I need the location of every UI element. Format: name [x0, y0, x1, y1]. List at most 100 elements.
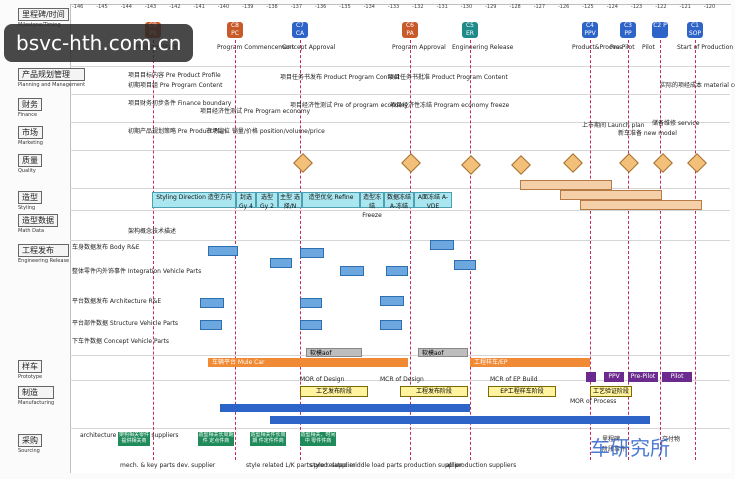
week-tick: -143	[144, 4, 157, 10]
pilot-bar: Pilot	[662, 372, 692, 382]
sourcing-item: all production suppliers	[446, 462, 517, 469]
gate-line	[628, 40, 629, 460]
gate-label: Start of Production	[677, 44, 734, 51]
gate-label: Pilot	[642, 44, 655, 51]
release-box	[300, 298, 322, 308]
marketing-item: 上市期间 Launch plan	[582, 122, 645, 129]
gate-marker: C7 CA	[292, 22, 308, 38]
week-tick: -139	[242, 4, 254, 10]
release-box	[430, 240, 454, 250]
phase-box: EP工程样车阶段	[488, 386, 556, 397]
week-tick: -124	[606, 4, 618, 10]
lane-divider	[70, 66, 730, 67]
gate-label: Engineering Release	[452, 44, 514, 51]
gate-marker: C5 ER	[462, 22, 478, 38]
marketing-item: 新车准备 new model	[618, 130, 677, 137]
legend-item: 交付物	[662, 436, 681, 443]
week-tick: -129	[485, 4, 497, 10]
styling-step: 选型 Gy 2	[256, 192, 278, 210]
marketing-bar	[580, 200, 702, 210]
gate-label: Program Commencement	[217, 44, 294, 51]
gate-line	[470, 40, 471, 460]
week-tick: -144	[120, 4, 132, 10]
week-tick: -123	[630, 4, 643, 10]
phase-box: 工艺验证阶段	[590, 386, 632, 397]
week-tick: -121	[679, 4, 691, 10]
week-tick: -122	[655, 4, 667, 10]
ep-build-bar: 工程样车/EP	[470, 358, 590, 367]
week-tick: -142	[169, 4, 181, 10]
week-tick: -138	[266, 4, 278, 10]
marketing-item: 市场定位 销量/价格 position/volume/price	[206, 128, 325, 135]
week-tick: -140	[217, 4, 230, 10]
release-box	[200, 298, 224, 308]
planning-item: 项目目标内容 Pre Product Profile	[128, 72, 221, 79]
eng-item: 下车件数据 Concept Vehicle Parts	[72, 338, 169, 345]
manufacturing-bar	[220, 404, 470, 412]
gate-line	[590, 40, 591, 460]
release-box	[340, 266, 364, 276]
release-box	[300, 320, 322, 330]
gate-label: Product&Process	[572, 44, 623, 51]
eng-item: 整体零件内外饰事件 Integration Vehicle Parts	[72, 268, 202, 275]
gate-marker: C3 PP	[620, 22, 636, 38]
styling-freeze: 造型冻结 Freeze	[360, 192, 384, 219]
gate-line	[410, 40, 411, 460]
release-box	[270, 258, 292, 268]
week-tick: -135	[339, 4, 351, 10]
legend-item: 里程碑	[602, 436, 621, 443]
week-tick: -141	[193, 4, 205, 10]
mfg-label: MCR of Design	[380, 376, 424, 383]
soft-tool-bar: 软模aof	[306, 348, 362, 357]
gate-marker: C6 PA	[402, 22, 418, 38]
marketing-bar	[520, 180, 612, 190]
gate-line	[153, 40, 154, 460]
marketing-bar	[560, 190, 662, 200]
marketing-item: 储备维修 service	[652, 120, 700, 127]
soft-tool-bar: 软模aof	[418, 348, 468, 357]
release-box	[386, 266, 408, 276]
phase-box: 工程发布阶段	[400, 386, 468, 397]
lane-divider	[70, 188, 730, 189]
styling-step: 主型 选择/N	[278, 192, 302, 210]
planning-item: 初期项目组 Pre Program Content	[128, 82, 223, 89]
pilot-bar: Pre-Pilot	[628, 372, 658, 382]
gate-line	[660, 40, 661, 460]
styling-refine: 造型优化 Refine	[302, 192, 360, 208]
week-tick: -133	[387, 4, 400, 10]
sourcing-item: style related middle load parts producti…	[310, 462, 463, 469]
watermark-banner: bsvc-hth.com.cn	[4, 24, 194, 62]
gate-marker: C4 PPV	[582, 22, 598, 38]
gate-line	[695, 40, 696, 460]
finance-item: 项目财务初步条件 Finance boundary	[128, 100, 232, 107]
lane-divider	[70, 355, 730, 356]
eng-item: 车身数据发布 Body R&E	[72, 244, 140, 251]
lane-divider	[70, 428, 730, 429]
week-tick: -131	[436, 4, 448, 10]
mfg-label: MCR of EP Build	[490, 376, 538, 383]
gate-marker: C8 PC	[227, 22, 243, 38]
release-box	[200, 320, 222, 330]
mfg-label: MOR of Process	[570, 398, 617, 405]
sourcing-box: 造型相关长周期件 定点件商	[198, 432, 234, 446]
sourcing-box: 造型相关件长周期 件定件件商	[250, 432, 286, 446]
lane-divider	[70, 150, 730, 151]
phase-box: 工艺发布阶段	[300, 386, 368, 397]
gate-label: Program Approval	[392, 44, 446, 51]
legend-item: 阶段事件	[602, 446, 627, 453]
sourcing-item: style related L/K parts prod. supplier	[246, 462, 356, 469]
lane-divider	[70, 122, 730, 123]
planning-item: 实际的项经成本 material cost	[660, 82, 735, 89]
planning-item: 项目任务书批准 Product Program Content	[388, 74, 508, 81]
gate-marker: C2 P	[652, 22, 668, 38]
week-tick: -146	[72, 4, 84, 10]
gate-label: Concept Approval	[282, 44, 336, 51]
week-tick: -145	[96, 4, 108, 10]
